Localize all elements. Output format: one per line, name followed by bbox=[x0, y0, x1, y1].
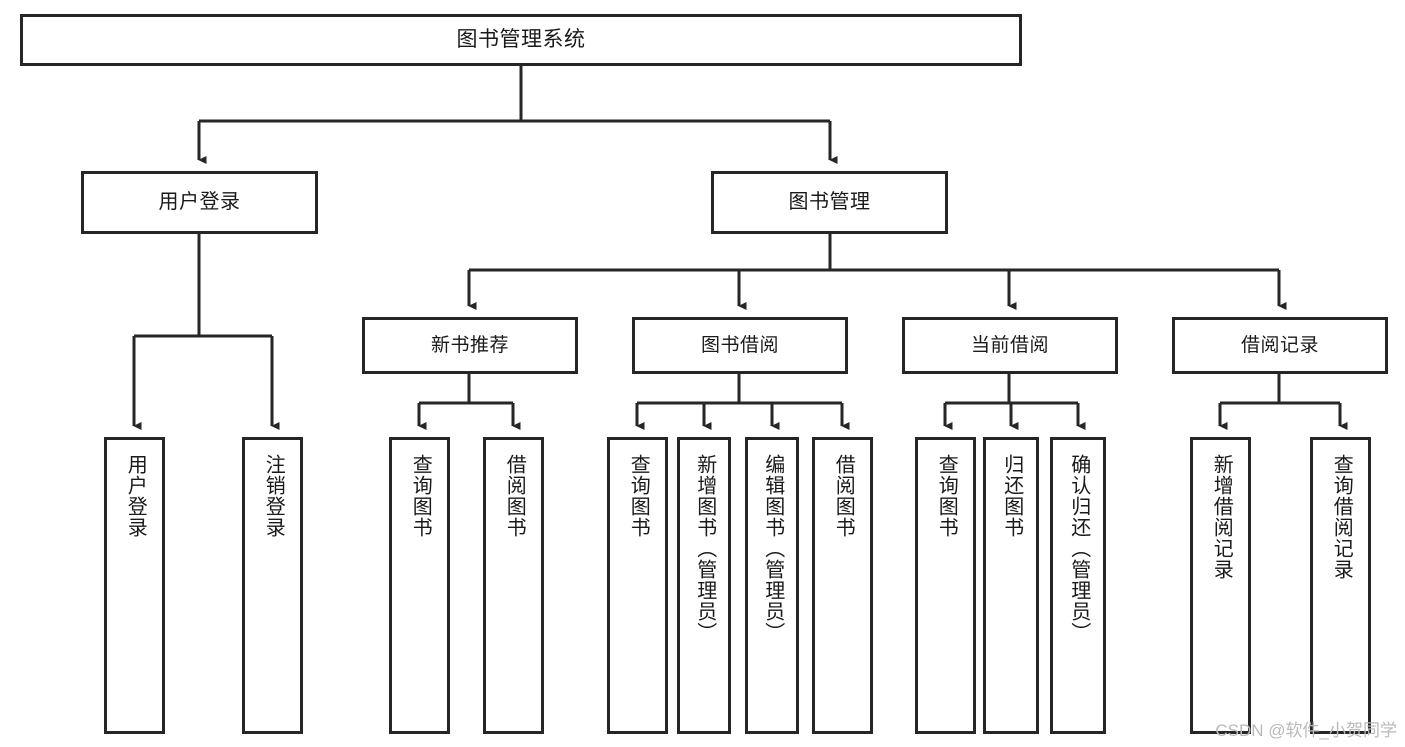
node-leaf-return-book-label: 归还图书 bbox=[1000, 454, 1023, 538]
node-book-management[interactable]: 图书管理 bbox=[711, 171, 948, 234]
node-current-borrow-label: 当前借阅 bbox=[970, 334, 1049, 356]
node-leaf-add-record[interactable]: 新增借阅记录 bbox=[1190, 437, 1251, 734]
node-leaf-query-book-3[interactable]: 查询图书 bbox=[915, 437, 976, 734]
node-leaf-borrow-book-2-label: 借阅图书 bbox=[832, 454, 855, 538]
node-leaf-logout[interactable]: 注销登录 bbox=[242, 437, 303, 734]
node-leaf-logout-label: 注销登录 bbox=[262, 454, 285, 538]
node-book-borrow-label: 图书借阅 bbox=[700, 334, 779, 356]
node-leaf-borrow-book-1[interactable]: 借阅图书 bbox=[483, 437, 544, 734]
node-leaf-add-record-label: 新增借阅记录 bbox=[1210, 454, 1233, 580]
node-current-borrow[interactable]: 当前借阅 bbox=[902, 317, 1118, 374]
node-leaf-query-record-label: 查询借阅记录 bbox=[1330, 454, 1353, 580]
node-user-login-label: 用户登录 bbox=[158, 191, 241, 214]
node-leaf-confirm-return-label: 确认归还（管理员） bbox=[1067, 454, 1090, 643]
node-leaf-query-record[interactable]: 查询借阅记录 bbox=[1310, 437, 1371, 734]
node-leaf-edit-book[interactable]: 编辑图书（管理员） bbox=[745, 437, 799, 734]
node-borrow-record[interactable]: 借阅记录 bbox=[1172, 317, 1388, 374]
node-leaf-query-book-2-label: 查询图书 bbox=[627, 454, 650, 538]
node-user-login[interactable]: 用户登录 bbox=[81, 171, 318, 234]
node-leaf-confirm-return[interactable]: 确认归还（管理员） bbox=[1050, 437, 1106, 734]
node-leaf-borrow-book-2[interactable]: 借阅图书 bbox=[812, 437, 873, 734]
node-new-book-recommend[interactable]: 新书推荐 bbox=[362, 317, 578, 374]
node-root-label: 图书管理系统 bbox=[456, 28, 586, 52]
node-leaf-user-login[interactable]: 用户登录 bbox=[104, 437, 165, 734]
node-leaf-query-book-1[interactable]: 查询图书 bbox=[389, 437, 450, 734]
node-leaf-query-book-1-label: 查询图书 bbox=[409, 454, 432, 538]
node-leaf-query-book-3-label: 查询图书 bbox=[935, 454, 958, 538]
node-book-management-label: 图书管理 bbox=[788, 191, 871, 214]
node-leaf-return-book[interactable]: 归还图书 bbox=[983, 437, 1039, 734]
node-root[interactable]: 图书管理系统 bbox=[20, 14, 1022, 66]
node-new-book-recommend-label: 新书推荐 bbox=[430, 334, 509, 356]
node-leaf-query-book-2[interactable]: 查询图书 bbox=[607, 437, 668, 734]
node-leaf-add-book[interactable]: 新增图书（管理员） bbox=[677, 437, 731, 734]
node-leaf-borrow-book-1-label: 借阅图书 bbox=[503, 454, 526, 538]
node-leaf-add-book-label: 新增图书（管理员） bbox=[693, 454, 716, 643]
node-leaf-user-login-label: 用户登录 bbox=[124, 454, 147, 538]
node-leaf-edit-book-label: 编辑图书（管理员） bbox=[761, 454, 784, 643]
node-book-borrow[interactable]: 图书借阅 bbox=[632, 317, 848, 374]
csdn-watermark: CSDN @软件_小贺同学 bbox=[1215, 721, 1397, 740]
node-borrow-record-label: 借阅记录 bbox=[1240, 334, 1319, 356]
